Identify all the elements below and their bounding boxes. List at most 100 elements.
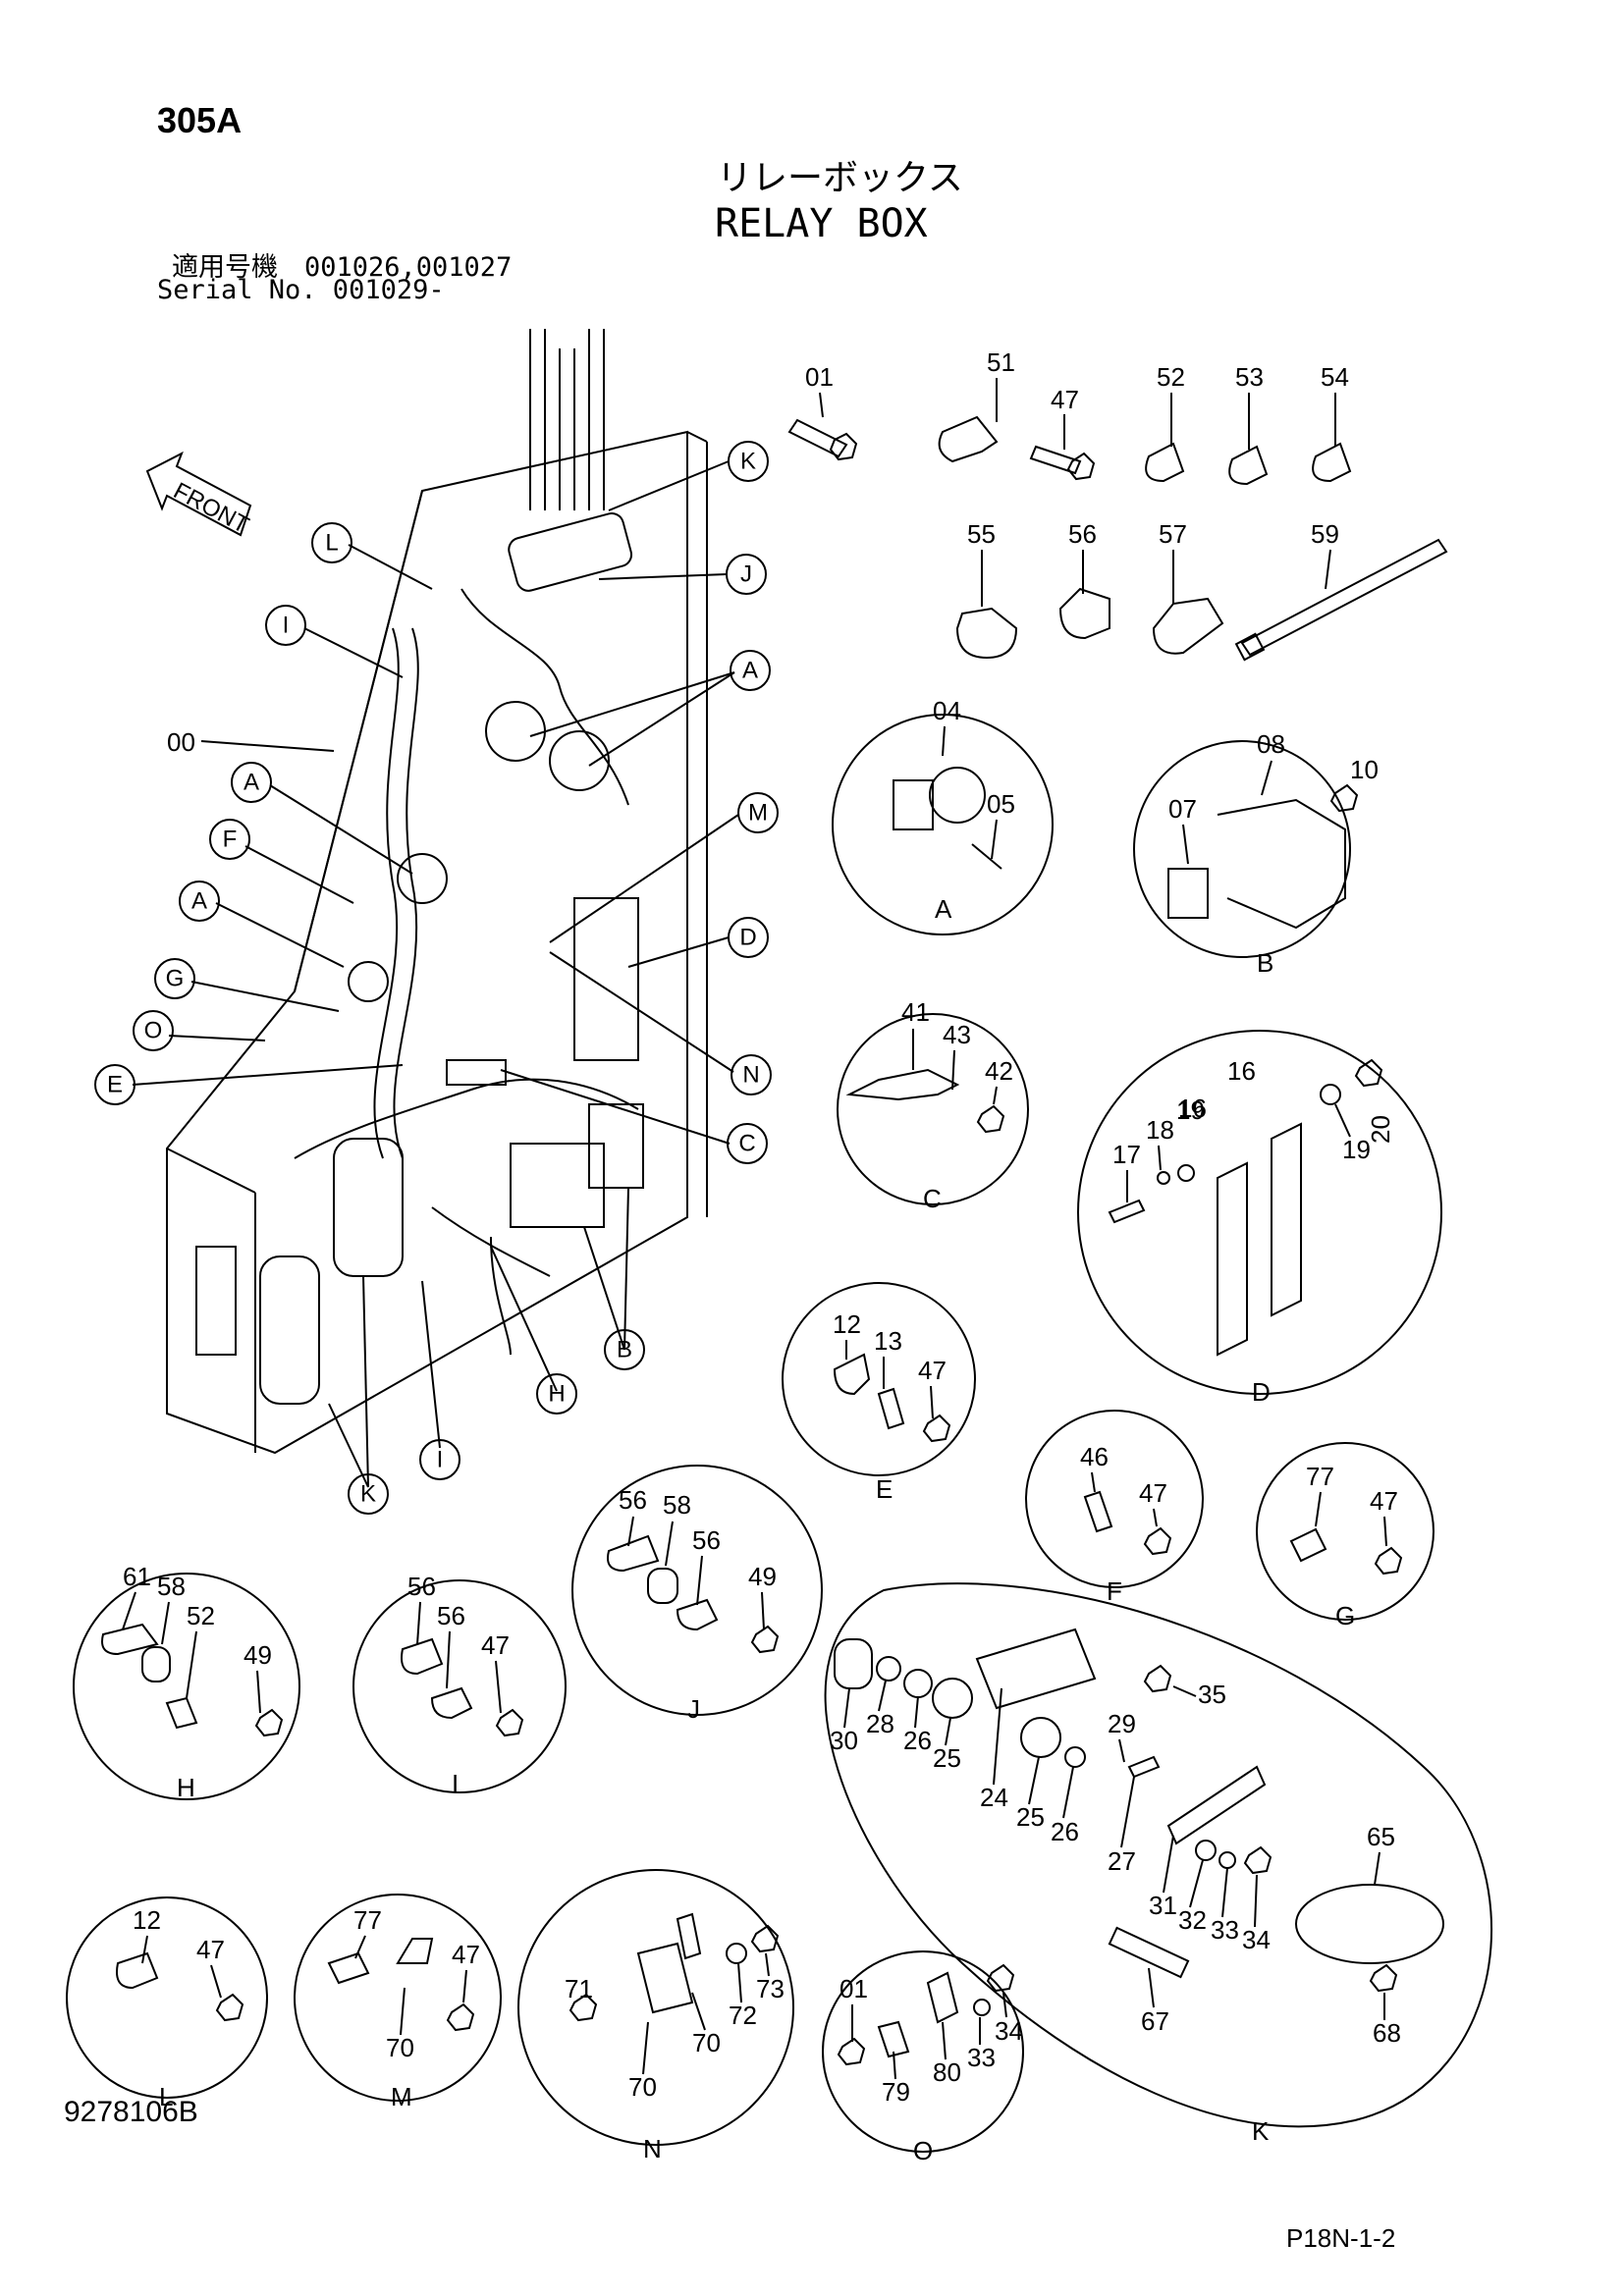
detail-g-part-47: 47 (1370, 1486, 1398, 1516)
detail-d-part-16b: 16 (1178, 1094, 1207, 1123)
detail-c-letter: C (923, 1184, 942, 1213)
detail-a-part-05: 05 (987, 789, 1015, 819)
detail-n-part-72: 72 (729, 2001, 757, 2030)
detail-b-part-07: 07 (1168, 794, 1197, 824)
detail-g: 77 47 G (1256, 1442, 1435, 1630)
detail-c: 41 43 42 C (837, 997, 1029, 1213)
callout-c: C (738, 1131, 755, 1157)
page-reference: P18N-1-2 (1286, 2223, 1396, 2253)
detail-k: 30 28 26 25 24 25 26 27 29 35 31 32 33 3… (824, 1582, 1493, 2146)
detail-k-part-30: 30 (830, 1726, 858, 1755)
detail-k-part-24: 24 (980, 1783, 1008, 1812)
detail-k-part-31: 31 (1149, 1891, 1177, 1920)
detail-n-part-73: 73 (756, 1974, 785, 2003)
detail-o-part-80: 80 (933, 2057, 961, 2087)
detail-f-letter: F (1107, 1576, 1122, 1606)
detail-m-part-70: 70 (386, 2033, 414, 2062)
detail-f-part-46: 46 (1080, 1442, 1109, 1471)
detail-m-letter: M (391, 2082, 412, 2111)
detail-o-letter: O (913, 2136, 933, 2165)
detail-o-part-34: 34 (995, 2016, 1023, 2046)
part-47-top: 47 (1051, 385, 1079, 414)
detail-m-part-47: 47 (452, 1940, 480, 1969)
detail-k-part-65: 65 (1367, 1822, 1395, 1851)
detail-e-part-12: 12 (833, 1309, 861, 1339)
page-code: 305A (157, 100, 243, 140)
detail-k-letter: K (1252, 2116, 1270, 2146)
detail-f: 46 47 F (1025, 1410, 1204, 1606)
detail-d-part-18: 18 (1146, 1115, 1174, 1145)
detail-i-part-56a: 56 (407, 1572, 436, 1601)
detail-l-part-47: 47 (196, 1935, 225, 1964)
title-english: RELAY BOX (715, 201, 928, 246)
detail-c-part-42: 42 (985, 1056, 1013, 1086)
detail-h: 61 58 52 49 H (73, 1562, 300, 1802)
detail-k-part-68: 68 (1373, 2018, 1401, 2048)
part-55: 55 (967, 519, 996, 549)
main-assembly-drawing (166, 329, 708, 1455)
detail-i-letter: I (452, 1769, 459, 1798)
callout-g: G (166, 966, 185, 992)
detail-h-part-61: 61 (123, 1562, 151, 1591)
part-51: 51 (987, 347, 1015, 377)
detail-d-part-19a: 19 (1176, 1095, 1205, 1125)
detail-e-letter: E (876, 1474, 893, 1504)
part-53: 53 (1235, 362, 1264, 392)
detail-j-part-49: 49 (748, 1562, 777, 1591)
detail-i: 56 56 47 I (352, 1572, 567, 1798)
detail-l-letter: L (159, 2082, 173, 2111)
detail-h-part-58: 58 (157, 1572, 186, 1601)
detail-e-part-13: 13 (874, 1326, 902, 1356)
callout-a-right: A (742, 658, 758, 684)
detail-k-part-34: 34 (1242, 1925, 1271, 1954)
part-57: 57 (1159, 519, 1187, 549)
detail-o-part-01: 01 (839, 1974, 868, 2003)
detail-k-part-27: 27 (1108, 1846, 1136, 1876)
detail-h-part-52: 52 (187, 1601, 215, 1630)
detail-g-part-77: 77 (1306, 1462, 1334, 1491)
callout-i-bottom: I (437, 1447, 444, 1473)
part-56: 56 (1068, 519, 1097, 549)
detail-c-part-43: 43 (943, 1020, 971, 1049)
detail-k-part-25a: 25 (933, 1743, 961, 1773)
detail-l-part-12: 12 (133, 1905, 161, 1935)
detail-j: 56 58 56 49 J (571, 1465, 823, 1724)
detail-i-part-47: 47 (481, 1630, 510, 1660)
detail-a: 04 05 A (832, 696, 1054, 935)
detail-o: 01 79 80 33 34 O (822, 1950, 1024, 2165)
detail-h-letter: H (177, 1773, 195, 1802)
detail-d-letter: D (1252, 1377, 1271, 1407)
callout-d: D (739, 925, 756, 951)
main-callouts: K L J I A A F A G O E M D N C B H I K (94, 441, 779, 1515)
callout-o: O (144, 1018, 163, 1044)
detail-e: 12 13 47 E (782, 1282, 976, 1504)
detail-f-part-47: 47 (1139, 1478, 1167, 1508)
detail-a-letter: A (935, 894, 952, 924)
detail-k-part-32: 32 (1178, 1905, 1207, 1935)
callout-m: M (748, 800, 768, 827)
detail-k-part-35: 35 (1198, 1680, 1226, 1709)
detail-c-part-41: 41 (901, 997, 930, 1027)
callout-l: L (325, 530, 338, 557)
callout-f: F (223, 827, 238, 853)
detail-k-part-29: 29 (1108, 1709, 1136, 1738)
detail-n-part-70b: 70 (628, 2072, 657, 2102)
detail-n-part-71: 71 (565, 1974, 593, 2003)
applicable-serial-line2: Serial No. 001029- (157, 275, 445, 305)
detail-e-part-47: 47 (918, 1356, 947, 1385)
detail-a-part-04: 04 (933, 696, 961, 725)
callout-b: B (617, 1337, 632, 1363)
callout-a-lower: A (191, 888, 207, 915)
detail-i-part-56b: 56 (437, 1601, 465, 1630)
detail-m-part-77: 77 (353, 1905, 382, 1935)
applicable-serial-line1: 適用号機 001026,001027 (172, 252, 513, 283)
callout-i-top: I (283, 613, 290, 639)
part-52: 52 (1157, 362, 1185, 392)
callout-a-left: A (244, 770, 259, 796)
callout-k-top: K (740, 449, 756, 475)
callout-k-bottom: K (360, 1481, 376, 1508)
document-number: 9278106B (64, 2096, 198, 2128)
detail-b-part-08: 08 (1257, 729, 1285, 759)
callout-n: N (742, 1062, 759, 1089)
